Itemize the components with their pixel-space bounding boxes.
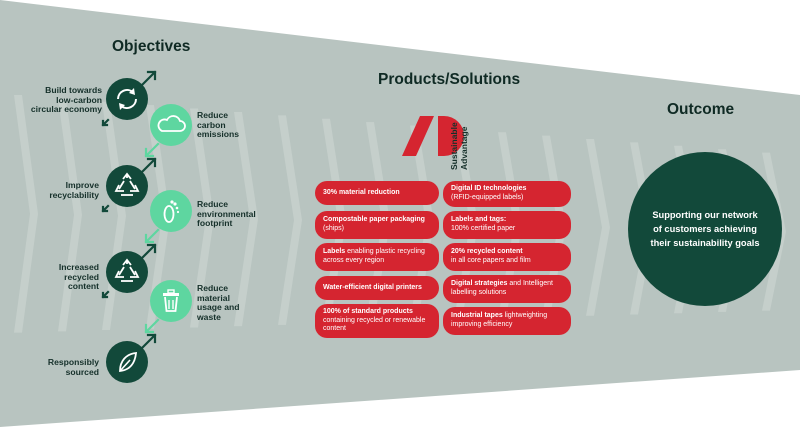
chevron-1	[14, 95, 38, 333]
product-pill-right-4: Digital strategies and Intelligent label…	[443, 275, 571, 303]
product-pill-left-3: Labels enabling plastic recycling across…	[315, 243, 439, 271]
recycle-icon	[106, 251, 148, 293]
product-pill-left-5: 100% of standard products containing rec…	[315, 304, 439, 338]
cycle-arrows-icon	[106, 78, 148, 120]
chevron-14	[586, 139, 610, 316]
footprint-icon	[150, 190, 192, 232]
product-pill-right-3: 20% recycled content in all core papers …	[443, 243, 571, 271]
chevron-7	[278, 115, 302, 325]
chevron-5	[190, 108, 214, 328]
objectives-heading: Objectives	[112, 38, 191, 55]
outcome-text: Supporting our network of customers achi…	[650, 210, 760, 248]
chevron-2	[58, 98, 82, 332]
product-pill-right-1: Digital ID technologies (RFID-equipped l…	[443, 181, 571, 207]
product-pill-left-2: Compostable paper packaging (ships)	[315, 211, 439, 239]
product-pill-right-5: Industrial tapes lightweighting improvin…	[443, 307, 571, 335]
product-pill-left-4: Water-efficient digital printers	[315, 276, 439, 300]
recycle-icon	[106, 165, 148, 207]
outcome-heading: Outcome	[667, 101, 735, 118]
outcome-circle: Supporting our network of customers achi…	[628, 152, 782, 306]
leaf-icon	[106, 341, 148, 383]
chevron-6	[234, 111, 258, 327]
product-pill-left-1: 30% material reduction	[315, 181, 439, 205]
sustainable-advantage-logo	[402, 116, 464, 156]
product-pill-right-2: Labels and tags: 100% certified paper	[443, 211, 571, 239]
trash-bin-icon	[150, 280, 192, 322]
cloud-icon	[150, 104, 192, 146]
products-heading: Products/Solutions	[378, 71, 521, 88]
